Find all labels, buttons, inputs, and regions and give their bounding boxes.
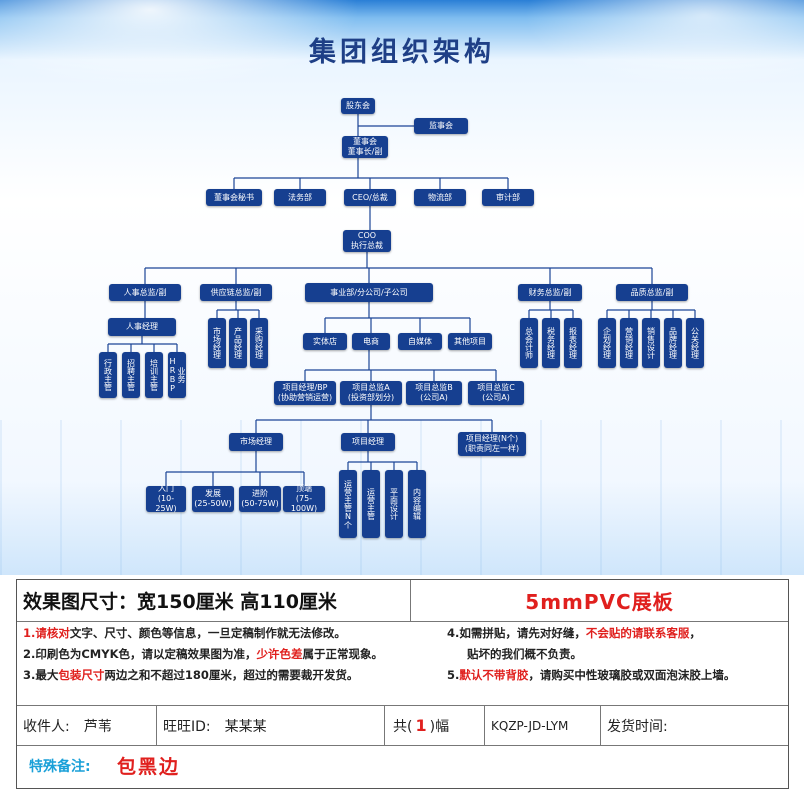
wangwang-cell: 旺旺ID:某某某 [157, 706, 385, 745]
notes-row: 1.请核对文字、尺寸、颜色等信息，一旦定稿制作就无法修改。 2.印刷色为CMYK… [17, 622, 788, 706]
notes-right: 4.如需拼贴，请先对好缝，不会贴的请联系客服， 贴坏的我们概不负责。 5.默认不… [447, 623, 787, 686]
order-info-table: 效果图尺寸：宽150厘米 高110厘米 5mmPVC展板 1.请核对文字、尺寸、… [16, 579, 789, 789]
node-fin-accounting: 总会计师 [520, 318, 538, 368]
node-ceo: CEO/总裁 [344, 189, 396, 206]
node-pm-bp: 项目经理/BP (协助营销运营) [274, 381, 336, 405]
shipping-row: 收件人:芦苇 旺旺ID:某某某 共(1)幅 KQZP-JD-LYM 发货时间: [17, 706, 788, 746]
note-3: 3.最大包装尺寸两边之和不超过180厘米，超过的需要裁开发货。 [23, 668, 359, 682]
node-pm-a: 项目总监A (投资部划分) [340, 381, 402, 405]
node-hr-training: 培训主管 [145, 352, 163, 398]
material-label: 5mmPVC展板 [525, 590, 674, 614]
node-level-develop: 发展 (25-50W) [192, 486, 234, 512]
node-store: 实体店 [303, 333, 347, 350]
node-shareholders: 股东会 [341, 98, 375, 114]
node-logistics: 物流部 [414, 189, 466, 206]
node-sup-purchase: 采购经理 [250, 318, 268, 368]
node-quality-head: 品质总监/副 [616, 284, 688, 301]
node-q-plan: 企划经理 [598, 318, 616, 368]
node-project-manager: 项目经理 [341, 433, 395, 451]
node-q-pr: 公关经理 [686, 318, 704, 368]
node-other-projects: 其他项目 [448, 333, 492, 350]
node-exec-design: 平面设计 [385, 470, 403, 538]
node-biz-head: 事业部/分公司/子公司 [305, 283, 433, 302]
node-pm-b: 项目总监B (公司A) [406, 381, 462, 405]
node-coo: COO 执行总裁 [343, 230, 391, 252]
node-board-secretary: 董事会秘书 [206, 189, 262, 206]
node-fin-tax: 税务经理 [542, 318, 560, 368]
node-pm-c: 项目总监C (公司A) [468, 381, 524, 405]
org-chart-board: 集团组织架构 股东会 监事会 董事会 董事长/副 董事会秘书 法务部 CEO/总… [0, 0, 804, 575]
node-project-manager-n: 项目经理(N个) (职责同左一样) [458, 432, 526, 456]
node-exec-n: 运营主管N个 [339, 470, 357, 538]
notes-left: 1.请核对文字、尺寸、颜色等信息，一旦定稿制作就无法修改。 2.印刷色为CMYK… [23, 623, 443, 686]
node-q-brand: 品牌经理 [664, 318, 682, 368]
note-5: 5.默认不带背胶，请购买中性玻璃胶或双面泡沫胶上墙。 [447, 668, 736, 682]
note-1: 1.请核对文字、尺寸、颜色等信息，一旦定稿制作就无法修改。 [23, 626, 346, 640]
node-q-ops: 营销经理 [620, 318, 638, 368]
note-4: 4.如需拼贴，请先对好缝，不会贴的请联系客服， [447, 626, 701, 640]
node-finance-head: 财务总监/副 [518, 284, 582, 301]
receiver-name: 芦苇 [83, 718, 112, 735]
node-fin-report: 报表经理 [564, 318, 582, 368]
node-level-top: 顶端 (75-100W) [283, 484, 325, 513]
node-legal: 法务部 [274, 189, 326, 206]
quantity-cell: 共(1)幅 [385, 706, 485, 745]
special-note-label: 特殊备注: [29, 759, 91, 775]
size-row: 效果图尺寸：宽150厘米 高110厘米 5mmPVC展板 [17, 580, 788, 622]
node-supervisors: 监事会 [414, 118, 468, 134]
special-note-value: 包黑边 [117, 756, 181, 778]
quantity-number: 1 [415, 716, 427, 735]
node-board: 董事会 董事长/副 [342, 136, 388, 158]
node-exec-content: 内容编辑 [408, 470, 426, 538]
effect-size-label: 效果图尺寸：宽150厘米 高110厘米 [17, 580, 411, 621]
special-row: 特殊备注: 包黑边 [17, 746, 788, 788]
node-sup-product: 产品经理 [229, 318, 247, 368]
node-exec-ops: 运营主管 [362, 470, 380, 538]
connector-lines [107, 114, 696, 486]
node-hr-bp: 业务HRBP [168, 352, 186, 398]
node-hr-head: 人事总监/副 [109, 284, 181, 301]
note-2: 2.印刷色为CMYK色，请以定稿效果图为准，少许色差属于正常现象。 [23, 647, 383, 661]
wangwang-id: 某某某 [224, 718, 267, 735]
node-ecom: 电商 [352, 333, 390, 350]
node-level-entry: 入门 (10-25W) [146, 484, 186, 513]
receiver-cell: 收件人:芦苇 [17, 706, 157, 745]
node-sup-market: 市场经理 [208, 318, 226, 368]
node-media: 自媒体 [398, 333, 442, 350]
node-marketing-manager: 市场经理 [229, 433, 283, 451]
node-hr-manager: 人事经理 [108, 318, 176, 336]
chart-title: 集团组织架构 [309, 37, 495, 68]
product-code: KQZP-JD-LYM [485, 706, 601, 745]
node-level-advance: 进阶 (50-75W) [239, 486, 281, 512]
node-hr-recruit: 招聘主管 [122, 352, 140, 398]
ship-time-label: 发货时间: [607, 718, 668, 735]
node-supply-head: 供应链总监/副 [200, 284, 272, 301]
note-4-line2: 贴坏的我们概不负责。 [467, 647, 582, 661]
node-q-sales: 销售设计 [642, 318, 660, 368]
node-audit: 审计部 [482, 189, 534, 206]
node-hr-admin: 行政主管 [99, 352, 117, 398]
